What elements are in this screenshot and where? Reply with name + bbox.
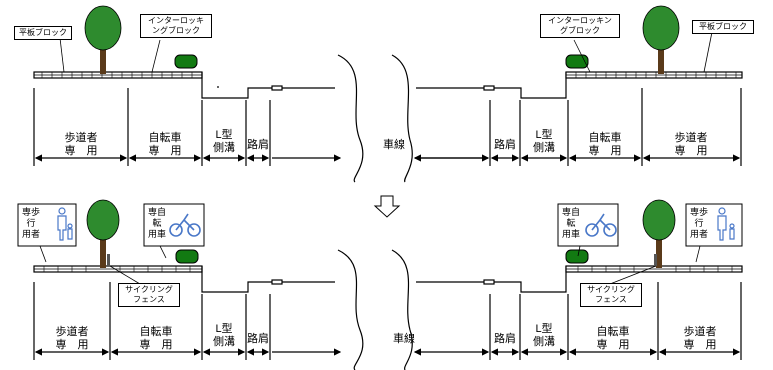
bottom-label-lgutter-left: L型 側溝: [213, 323, 235, 348]
top-right-tree: [642, 5, 680, 74]
bicycle-icon: [585, 213, 617, 237]
bottom-left-tree: [86, 199, 120, 268]
top-right-shrub: [565, 54, 589, 69]
sign-bicycle-left: [143, 203, 205, 259]
sign-pedestrian-left: [17, 203, 77, 263]
top-label-bicycle-left: 自転車 専 用: [148, 132, 182, 157]
top-label-shoulder-right: 路肩: [494, 139, 516, 151]
top-label-lane: 車線: [383, 139, 405, 151]
pedestrian-icon: [57, 207, 73, 241]
bottom-left-fence: [107, 254, 110, 266]
bottom-label-shoulder-left: 路肩: [247, 333, 269, 345]
down-arrow-icon: [373, 195, 401, 218]
callout-flat-block-left: 平板ブロック: [14, 26, 72, 40]
top-left-tree: [84, 5, 122, 74]
bottom-label-lane: 車線: [393, 333, 415, 345]
bottom-section: [33, 249, 743, 370]
top-section: [33, 54, 743, 183]
top-label-shoulder-left: 路肩: [247, 139, 269, 151]
bottom-right-shrub: [565, 249, 589, 264]
bottom-label-bicycle-left: 自転車 専 用: [139, 326, 173, 351]
bottom-right-fence: [654, 254, 657, 266]
bottom-label-pedestrian-left: 歩道者 専 用: [55, 326, 89, 351]
sign-text-pedestrian-right: 専歩 行 用者: [690, 207, 709, 239]
sign-pedestrian-right: [685, 203, 743, 263]
bottom-right-tree: [642, 199, 676, 268]
callout-flat-block-right: 平板ブロック: [692, 20, 754, 34]
bicycle-icon: [169, 213, 201, 237]
bottom-label-lgutter-right: L型 側溝: [533, 323, 555, 348]
sign-text-pedestrian-left: 専歩 行 用者: [22, 207, 41, 239]
callout-cycling-fence-left: サイクリング フェンス: [118, 283, 180, 307]
top-label-lgutter-left: L型 側溝: [213, 129, 235, 154]
top-label-bicycle-right: 自転車 専 用: [588, 132, 622, 157]
callout-interlocking-left: インターロッキ ングブロック: [140, 14, 212, 38]
fence-leader-lines: [109, 265, 657, 285]
bottom-label-bicycle-right: 自転車 専 用: [596, 326, 630, 351]
sign-text-bicycle-right: 専自 転 用車: [562, 207, 581, 239]
bottom-label-pedestrian-right: 歩道者 専 用: [683, 326, 717, 351]
sign-text-bicycle-left: 専自 転 用車: [148, 207, 167, 239]
top-label-pedestrian-left: 歩道者 専 用: [64, 132, 98, 157]
top-label-lgutter-right: L型 側溝: [533, 129, 555, 154]
callout-interlocking-right: インターロッキン グブロック: [540, 14, 620, 38]
bottom-left-shrub: [175, 249, 199, 264]
bottom-label-shoulder-right: 路肩: [494, 333, 516, 345]
sign-bicycle-right: [557, 203, 619, 257]
top-left-shrub: [174, 54, 198, 69]
callout-cycling-fence-right: サイクリング フェンス: [580, 283, 642, 307]
top-label-pedestrian-right: 歩道者 専 用: [674, 132, 708, 157]
pedestrian-icon: [717, 207, 735, 241]
top-leader-lines: [59, 31, 713, 73]
